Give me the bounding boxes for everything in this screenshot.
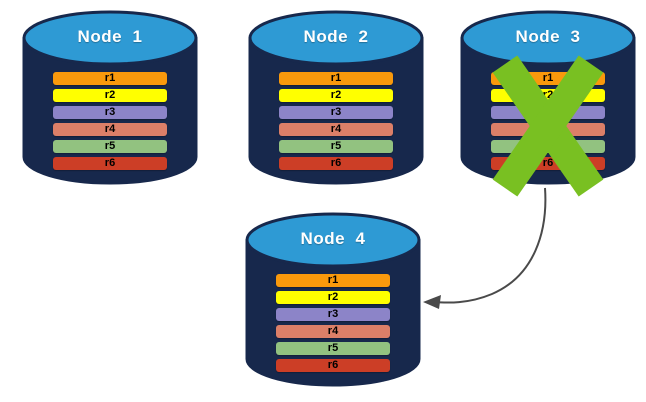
cylinder-top-ellipse: [22, 10, 198, 66]
record-bar-r6[interactable]: r6: [279, 157, 393, 170]
record-list: r1 r2 r3 r4 r5 r6: [460, 72, 636, 170]
record-list: r1 r2 r3 r4 r5 r6: [245, 274, 421, 372]
record-bar-r5[interactable]: r5: [53, 140, 167, 153]
cylinder-top-ellipse: [245, 212, 421, 268]
record-bar-r4[interactable]: r4: [276, 325, 390, 338]
record-bar-r1[interactable]: r1: [53, 72, 167, 85]
record-bar-r4[interactable]: r4: [491, 123, 605, 136]
record-list: r1 r2 r3 r4 r5 r6: [248, 72, 424, 170]
record-bar-r1[interactable]: r1: [276, 274, 390, 287]
record-bar-r4[interactable]: r4: [279, 123, 393, 136]
cylinder-top-ellipse: [248, 10, 424, 66]
arrow-head: [423, 295, 441, 309]
arrow-path: [431, 187, 547, 304]
record-bar-r6[interactable]: r6: [53, 157, 167, 170]
record-list: r1 r2 r3 r4 r5 r6: [22, 72, 198, 170]
record-bar-r3[interactable]: r3: [276, 308, 390, 321]
record-bar-r5[interactable]: r5: [276, 342, 390, 355]
record-bar-r6[interactable]: r6: [276, 359, 390, 372]
record-bar-r2[interactable]: r2: [276, 291, 390, 304]
record-bar-r3[interactable]: r3: [279, 106, 393, 119]
record-bar-r1[interactable]: r1: [279, 72, 393, 85]
record-bar-r1[interactable]: r1: [491, 72, 605, 85]
record-bar-r2[interactable]: r2: [491, 89, 605, 102]
cylinder-top-ellipse: [460, 10, 636, 66]
record-bar-r4[interactable]: r4: [53, 123, 167, 136]
record-bar-r6[interactable]: r6: [491, 157, 605, 170]
record-bar-r5[interactable]: r5: [491, 140, 605, 153]
record-bar-r2[interactable]: r2: [279, 89, 393, 102]
record-bar-r2[interactable]: r2: [53, 89, 167, 102]
record-bar-r3[interactable]: r3: [491, 106, 605, 119]
record-bar-r5[interactable]: r5: [279, 140, 393, 153]
record-bar-r3[interactable]: r3: [53, 106, 167, 119]
